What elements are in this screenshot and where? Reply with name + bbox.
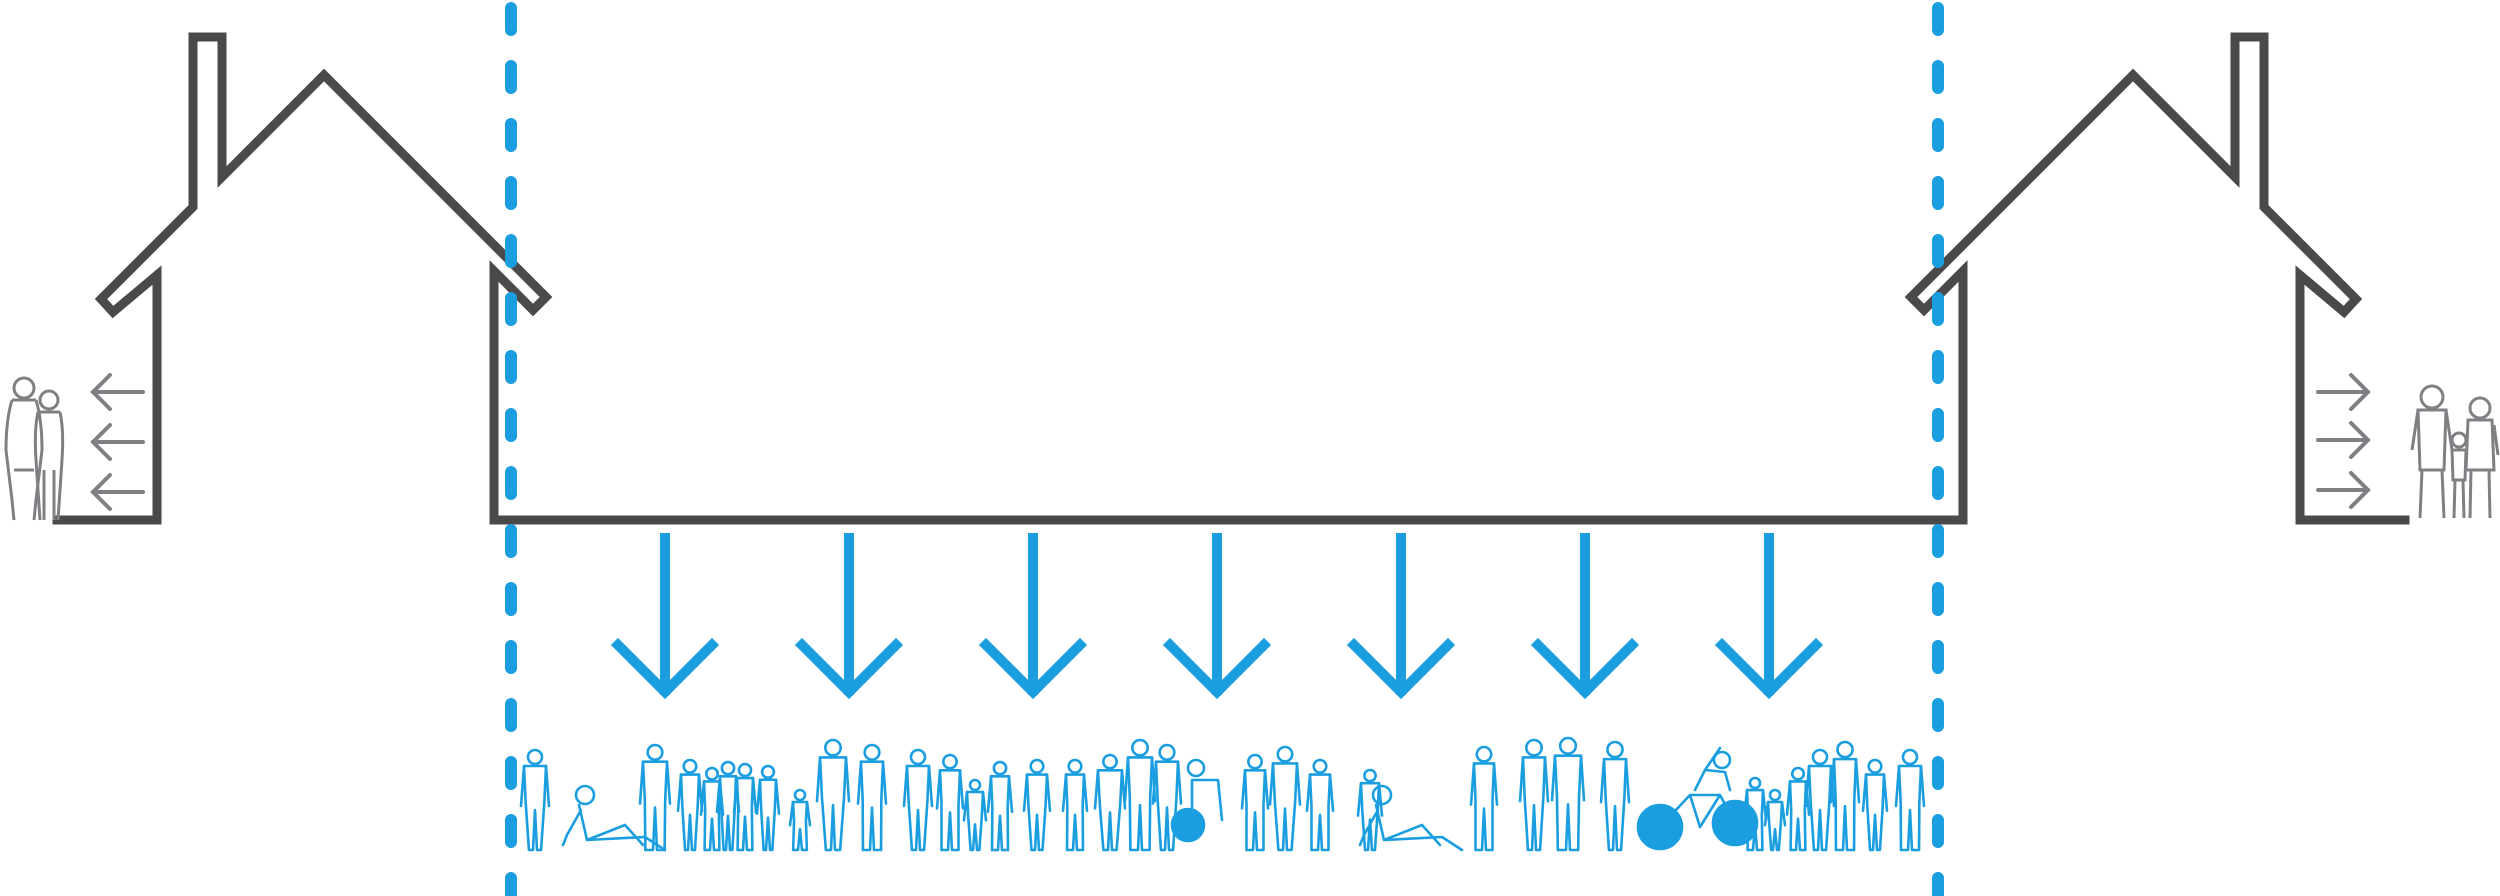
person-icon: [902, 748, 934, 852]
person-icon: [1763, 788, 1787, 852]
person-icon: [755, 764, 781, 852]
sitting-person-icon: [561, 784, 667, 852]
person-icon: [1829, 740, 1861, 852]
person-icon: [732, 762, 758, 852]
right-arrow-icon: [2316, 373, 2371, 411]
crowd-silhouettes: [519, 736, 1926, 852]
person-icon: [856, 743, 888, 852]
person-icon: [962, 778, 988, 852]
left-arrow-icon: [90, 423, 145, 461]
left-house-outline: [52, 32, 2410, 525]
left-people-icon: [4, 376, 65, 521]
wheelchair-user-icon: [1170, 758, 1224, 843]
person-icon: [638, 743, 672, 852]
sitting-person-icon: [1358, 784, 1464, 852]
left-house: [52, 32, 2410, 525]
left-arrow-icon: [90, 373, 145, 411]
right-people-icon: [2410, 384, 2500, 519]
person-icon: [676, 758, 704, 852]
person-icon: [935, 753, 965, 852]
person-icon: [788, 788, 812, 852]
person-icon: [1123, 738, 1157, 852]
person-icon: [1305, 758, 1335, 852]
down-arrow-icon: [794, 533, 904, 700]
person-icon: [1550, 736, 1586, 852]
down-arrow-icon: [1346, 533, 1456, 700]
down-arrows: [610, 533, 1824, 700]
person-icon: [815, 738, 851, 852]
person-icon: [1061, 758, 1089, 852]
person-icon: [1469, 745, 1499, 852]
person-icon: [1518, 738, 1550, 852]
down-arrow-icon: [610, 533, 720, 700]
person-icon: [986, 760, 1014, 852]
person-icon: [1599, 740, 1631, 852]
person-icon: [1151, 743, 1183, 852]
down-arrow-icon: [978, 533, 1088, 700]
person-icon: [1804, 748, 1836, 852]
right-side-arrows: [2316, 373, 2371, 509]
cyclist-icon: [1636, 746, 1759, 851]
person-icon: [1356, 768, 1384, 852]
person-icon: [1022, 758, 1052, 852]
left-arrow-icon: [90, 473, 145, 511]
right-arrow-icon: [2316, 471, 2371, 509]
person-icon: [1894, 748, 1926, 852]
person-icon: [1093, 753, 1127, 852]
left-side-arrows: [90, 373, 145, 511]
person-icon: [1268, 745, 1302, 852]
person-icon: [519, 748, 551, 852]
person-icon: [1785, 766, 1811, 852]
person-icon: [1240, 753, 1270, 852]
down-arrow-icon: [1530, 533, 1640, 700]
down-arrow-icon: [1714, 533, 1824, 700]
person-icon: [1861, 758, 1889, 852]
right-arrow-icon: [2316, 421, 2371, 459]
down-arrow-icon: [1162, 533, 1272, 700]
